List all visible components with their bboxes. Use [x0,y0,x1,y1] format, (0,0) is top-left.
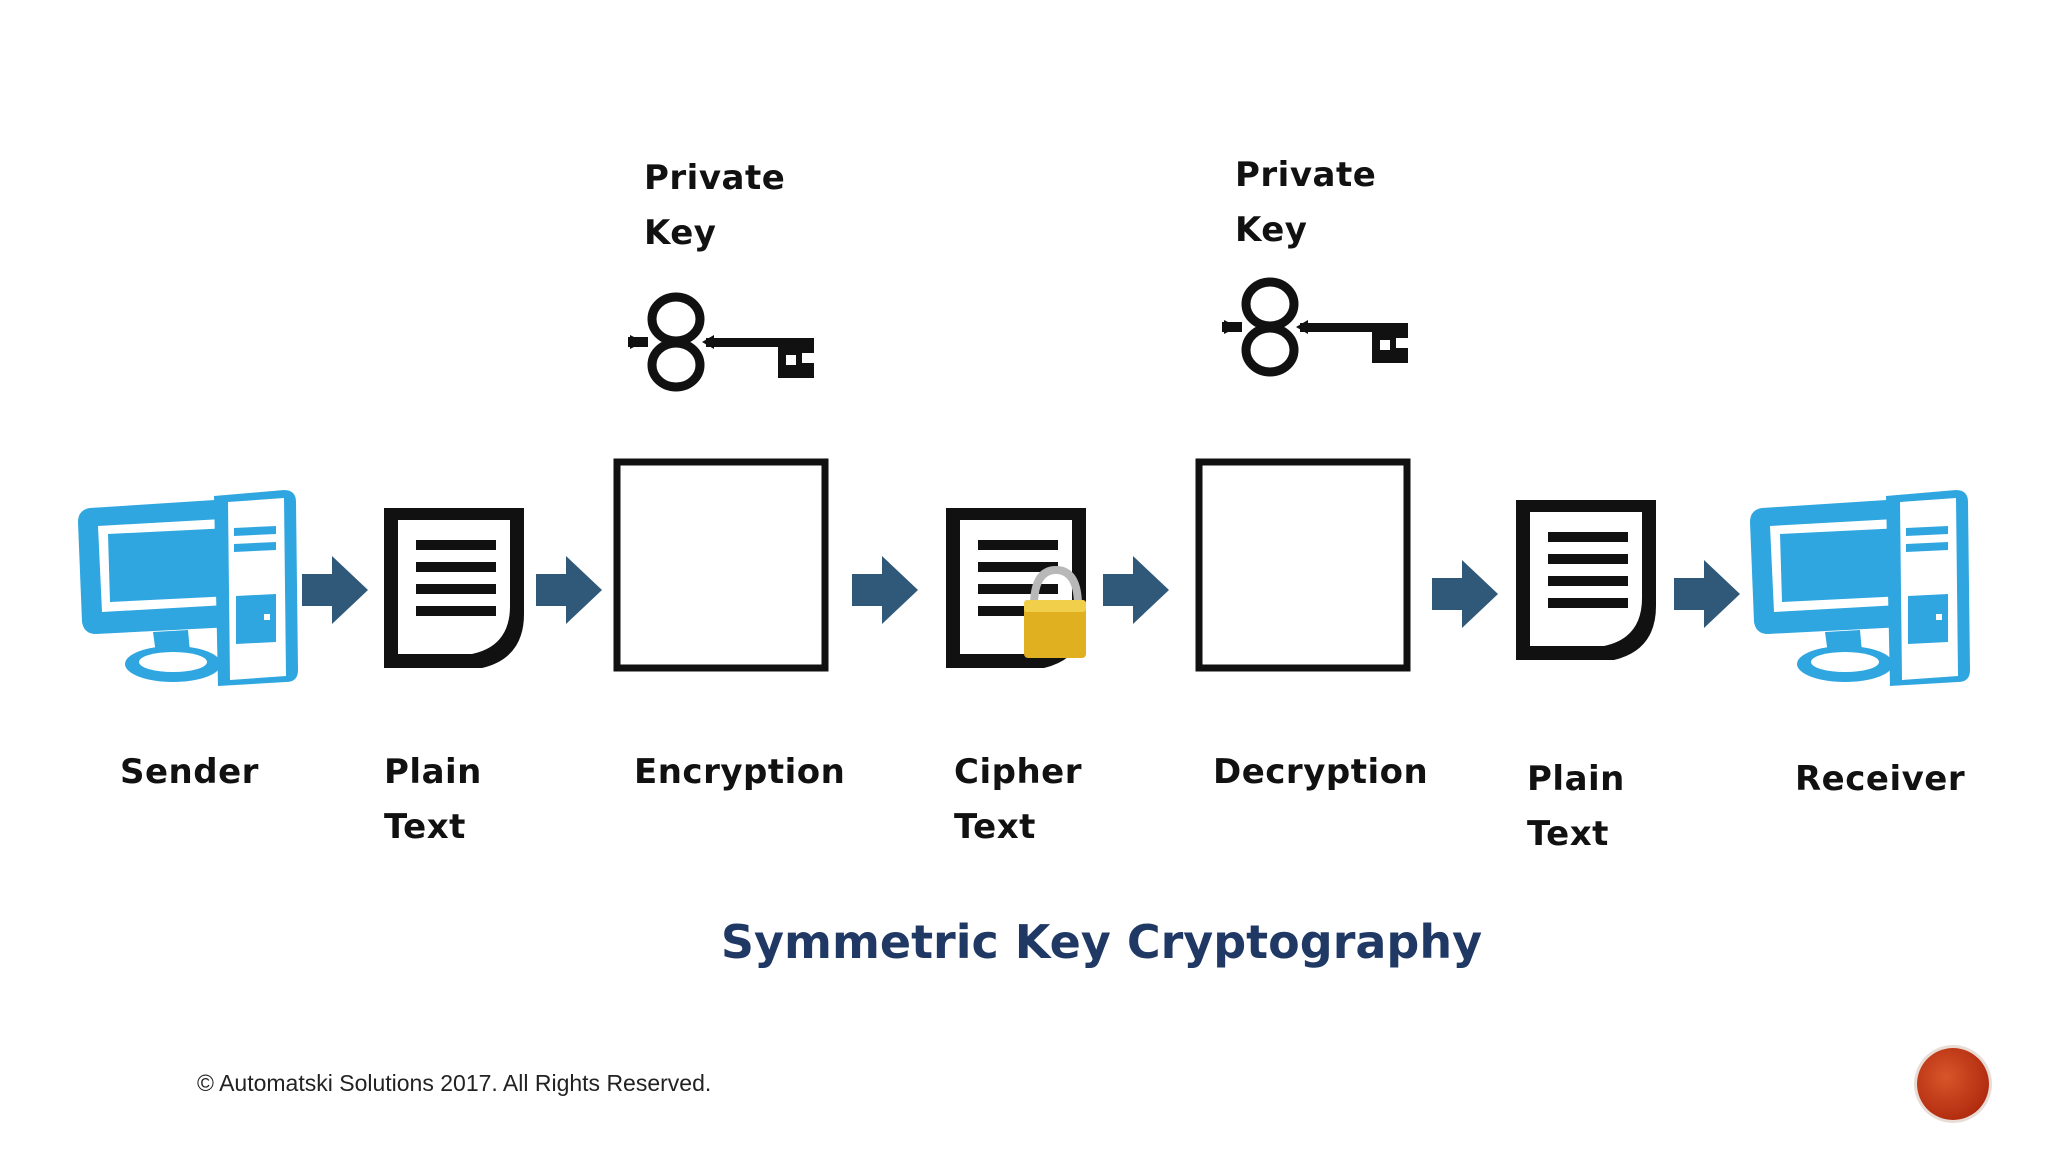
key-label-line: Key [644,213,717,253]
key-label-line: Private [1235,155,1377,195]
flow-arrow-icon [1103,556,1169,624]
locked-document-icon [946,508,1086,668]
decryption-box [1195,458,1411,672]
stage-label-line: Text [954,807,1036,847]
sender-computer-icon [78,490,298,686]
brand-logo-icon [1917,1048,1989,1120]
flow-arrow-icon [1674,560,1740,628]
plain-text-document-icon [384,508,524,668]
plain-text-out-label: Plain Text [1527,752,1625,862]
encryption-label: Encryption [634,752,846,792]
encryption-box [613,458,829,672]
plain-text-label: Plain Text [384,745,482,855]
decryption-label: Decryption [1213,752,1429,792]
stage-label-line: Text [384,807,466,847]
flow-arrow-icon [1432,560,1498,628]
key-label-line: Private [644,158,786,198]
flow-arrow-icon [536,556,602,624]
flow-arrow-icon [852,556,918,624]
copyright-text: © Automatski Solutions 2017. All Rights … [197,1070,712,1096]
key-label-line: Key [1235,210,1308,250]
receiver-computer-icon [1750,490,1970,686]
key-icon [628,297,814,387]
encryption-key-label: Private Key [644,151,785,261]
receiver-label: Receiver [1795,759,1966,799]
plain-text-document-icon [1516,500,1656,660]
sender-label: Sender [120,752,259,792]
stage-label-line: Cipher [954,752,1082,792]
decryption-key-label: Private Key [1235,148,1376,258]
cipher-text-label: Cipher Text [954,745,1082,855]
diagram-title: Symmetric Key Cryptography [720,915,1483,969]
stage-label-line: Plain [384,752,482,792]
stage-label-line: Plain [1527,759,1625,799]
stage-label-line: Text [1527,814,1609,854]
flow-arrow-icon [302,556,368,624]
key-icon [1222,282,1408,372]
